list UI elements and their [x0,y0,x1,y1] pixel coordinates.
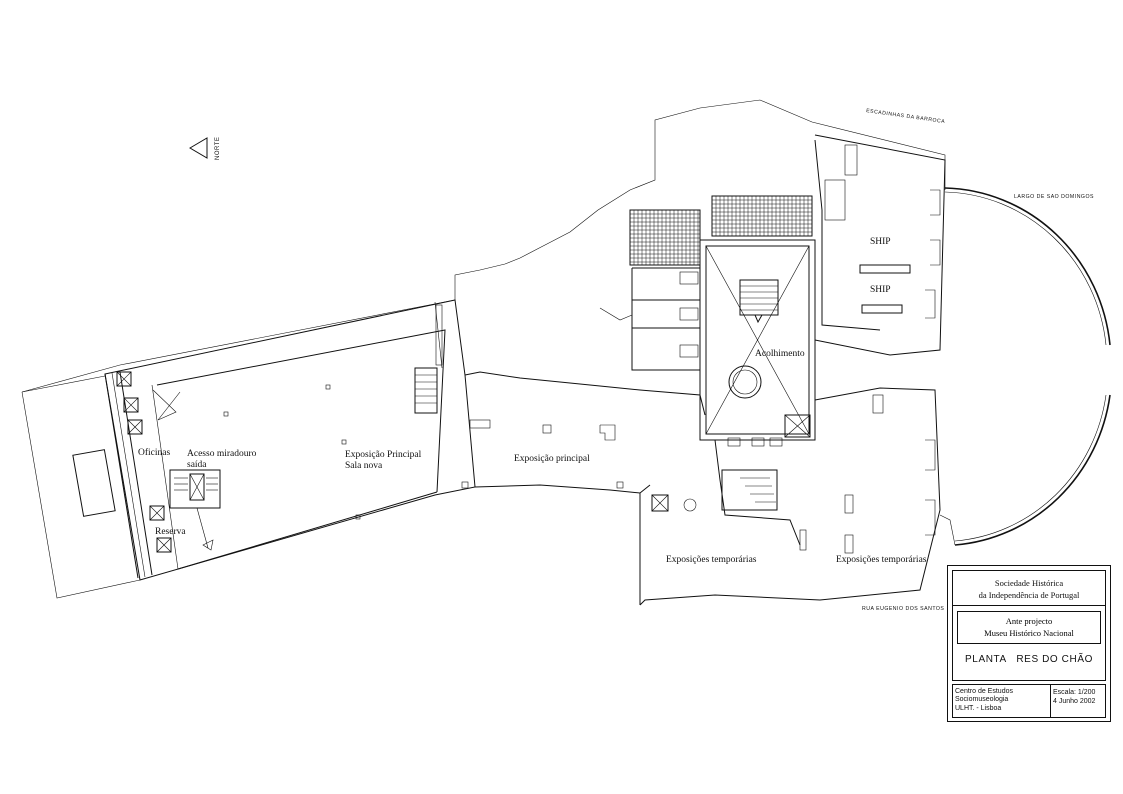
right-wing-walls [639,134,946,606]
centre-info: Centro de Estudos Sociomuseologia ULHT. … [953,685,1051,717]
centre-line-1: Centro de Estudos [955,688,1013,695]
date-text: 4 Junho 2002 [1053,698,1096,705]
room-label-sala-nova: Sala nova [345,461,383,471]
north-label: NORTE [215,137,221,160]
central-hall-walls [599,195,816,447]
room-label-sala-principal: Exposição Principal [345,450,422,460]
site-boundary [21,99,946,599]
room-label-acesso: Acesso miradouro [187,449,257,459]
scale-text: Escala: 1/200 [1053,689,1096,696]
centre-line-3: ULHT. - Lisboa [955,704,1002,712]
title-block-main: Sociedade Histórica da Independência de … [952,570,1106,681]
title-block-footer: Centro de Estudos Sociomuseologia ULHT. … [952,684,1106,718]
room-label-acolhimento: Acolhimento [755,349,805,359]
room-label-oficinas: Oficinas [138,447,170,458]
society-name: Sociedade Histórica da Independência de … [953,574,1105,606]
scale-info: Escala: 1/200 4 Junho 2002 [1051,685,1105,717]
street-label-bottom: RUA EUGENIO DOS SANTOS [862,606,944,612]
project-line-1: Ante projecto [1005,616,1053,626]
project-line-2: Museu Histórico Nacional [984,628,1074,638]
room-label-exposicao-principal: Exposição principal [514,454,590,464]
plan-name: PLANTA RES DO CHÃO [965,654,1093,665]
north-arrow-icon [189,137,208,159]
society-line-1: Sociedade Histórica [994,578,1064,588]
room-label-saida: saída [187,460,207,470]
street-label-top: ESCADINHAS DA BARROCA [866,108,946,125]
left-wing-walls [72,299,476,581]
room-label-reserva: Reserva [155,527,186,537]
street-label-right: LARGO DE SAO DOMINGOS [1014,194,1094,200]
centre-line-2: Sociomuseologia [955,696,1009,704]
title-block: Sociedade Histórica da Independência de … [947,565,1111,722]
room-label-temporarias-1: Exposições temporárias [666,555,757,565]
room-label-ship-1: SHIP [870,237,891,247]
society-line-2: da Independência de Portugal [978,590,1080,600]
room-label-ship-2: SHIP [870,285,891,295]
project-name: Ante projecto Museu Histórico Nacional [957,611,1101,644]
main-gallery-walls [461,371,706,605]
room-label-temporarias-2: Exposições temporárias [836,555,927,565]
plaza-arc [939,187,1111,546]
